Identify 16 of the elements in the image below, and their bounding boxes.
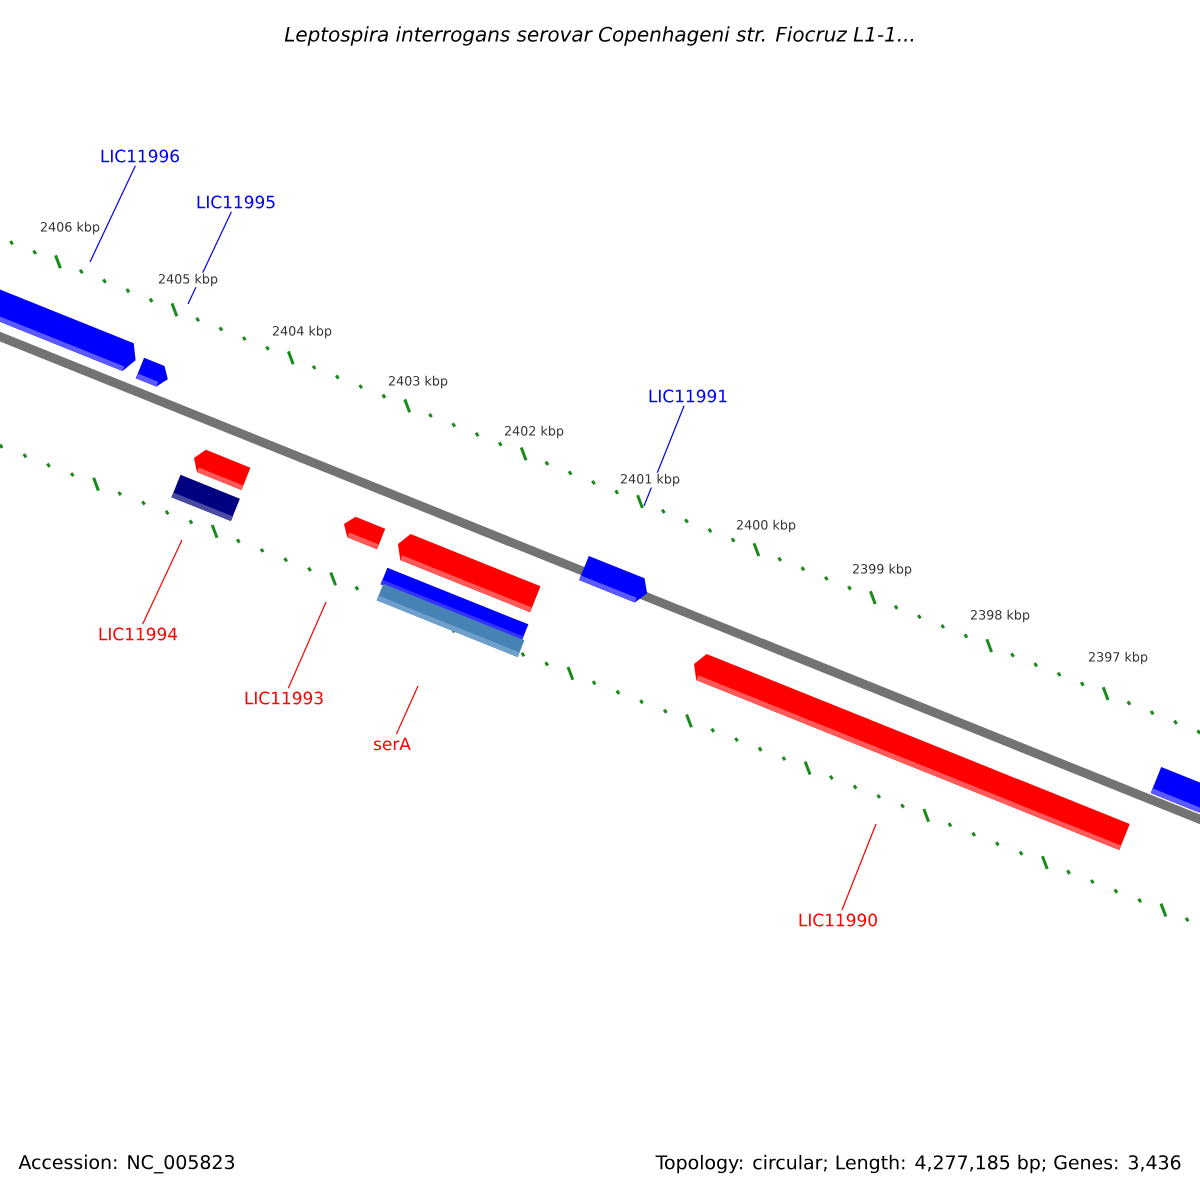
leader-line — [841, 823, 877, 911]
footer-text: Topology: circular; Length: 4,277,185 bp; Genes: 3,436 — [655, 1154, 1181, 1174]
gene-label: LIC11996 — [101, 149, 179, 163]
footer-text: Accession: NC_005823 — [18, 1154, 234, 1174]
gene-label: LIC11991 — [649, 389, 727, 403]
leader-line — [395, 685, 419, 735]
leader-line — [187, 211, 232, 305]
gene-label: LIC11993 — [245, 691, 323, 705]
gene-label: LIC11994 — [99, 627, 178, 641]
title: Leptospira interrogans serovar Copenhageni str. Fiocruz L1-1... — [284, 26, 914, 46]
leader-line — [89, 165, 136, 263]
gene-label: LIC11990 — [799, 913, 877, 927]
leader-line — [287, 601, 327, 689]
gene-label: LIC11995 — [197, 195, 275, 209]
leader-line — [142, 539, 183, 625]
gene-label: serA — [374, 737, 411, 751]
